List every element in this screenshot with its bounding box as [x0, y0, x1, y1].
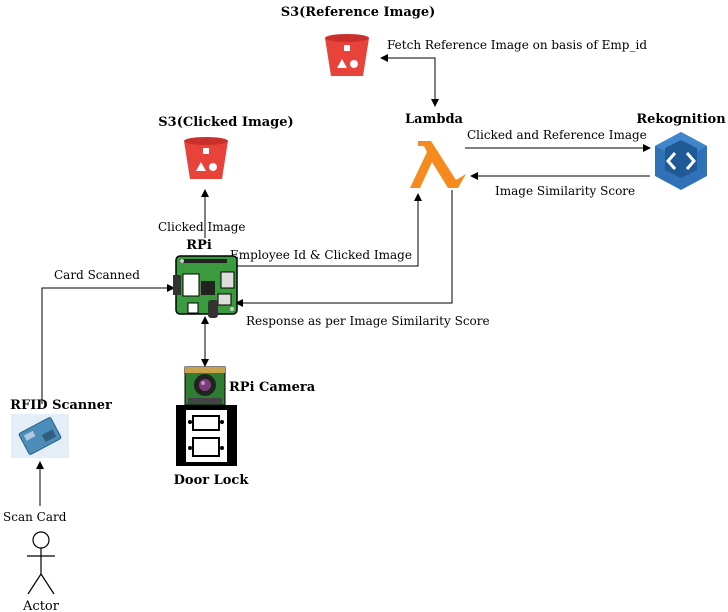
node-title-rpi: RPi: [186, 238, 212, 253]
door-lock-icon: [176, 405, 237, 466]
edge-response: [235, 190, 453, 307]
rfid-scanner-icon: [11, 414, 69, 458]
edge-employee-id: [236, 193, 422, 267]
lambda-icon: [410, 141, 466, 188]
edge-label-fetch-reference: Fetch Reference Image on basis of Emp_id: [387, 38, 647, 52]
edge-label-clicked-image: Clicked Image: [158, 220, 246, 234]
camera-module-icon: [184, 366, 226, 406]
rekognition-icon: [655, 132, 707, 190]
node-title-rekognition: Rekognition: [636, 112, 726, 127]
raspberry-pi-board-icon: [173, 255, 238, 318]
node-title-actor: Actor: [22, 599, 60, 612]
node-title-s3-reference: S3(Reference Image): [281, 5, 436, 20]
edge-label-scan-card: Scan Card: [3, 510, 67, 524]
node-title-door-lock: Door Lock: [174, 473, 250, 488]
node-title-s3-clicked: S3(Clicked Image): [158, 115, 293, 130]
node-title-rpi-camera: RPi Camera: [229, 380, 316, 395]
edge-label-employee-id: Employee Id & Clicked Image: [230, 248, 412, 262]
edge-label-response: Response as per Image Similarity Score: [246, 314, 490, 328]
s3-bucket-icon: [184, 137, 228, 179]
edge-label-card-scanned: Card Scanned: [54, 268, 140, 282]
node-title-rfid-scanner: RFID Scanner: [10, 398, 112, 413]
s3-bucket-icon: [325, 34, 369, 76]
edge-label-clicked-and-reference: Clicked and Reference Image: [467, 128, 647, 142]
edge-fetch-reference: [380, 54, 439, 107]
actor-icon: [27, 531, 55, 595]
node-title-lambda: Lambda: [405, 112, 463, 127]
edge-label-similarity-score: Image Similarity Score: [495, 184, 635, 198]
edge-card-scanned: [41, 284, 175, 404]
